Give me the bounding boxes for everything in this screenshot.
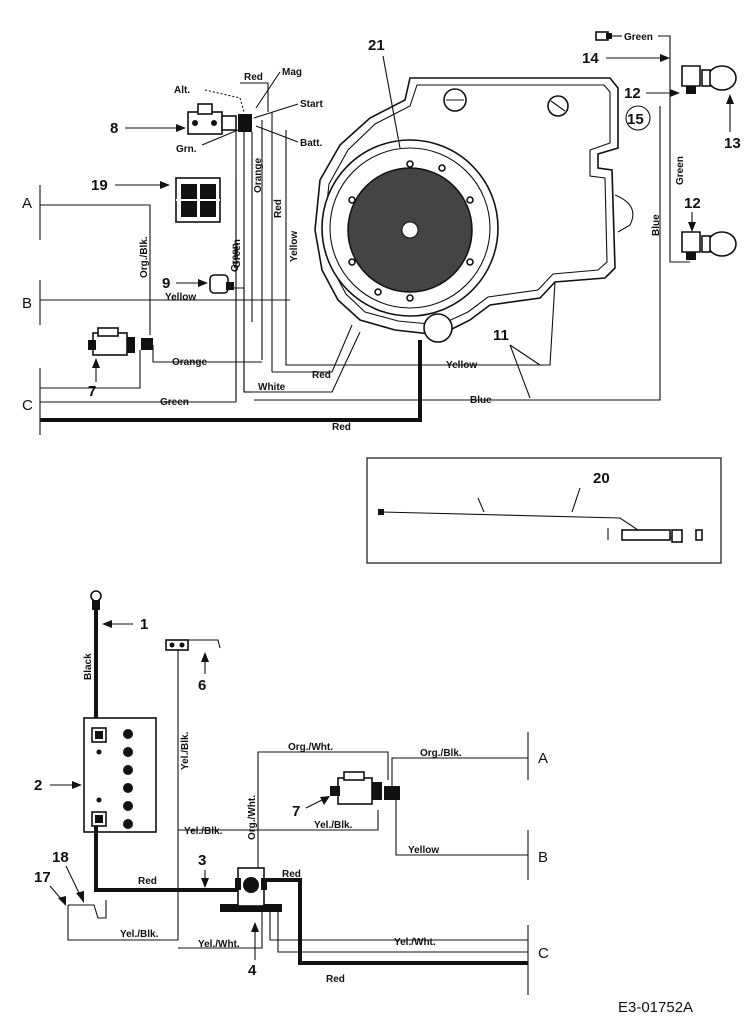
wire-label-yellow-v: Yellow bbox=[289, 231, 300, 262]
wire-label-red-v: Red bbox=[273, 199, 284, 218]
callout-4: 4 bbox=[248, 962, 257, 979]
wire-label-yel-wht-right: Yel./Wht. bbox=[394, 937, 436, 948]
callout-19: 19 bbox=[91, 177, 108, 194]
callout-21: 21 bbox=[368, 37, 385, 54]
starter-solenoid bbox=[220, 867, 282, 912]
wire-label-red-bottom: Red bbox=[326, 974, 345, 985]
callout-7-bottom: 7 bbox=[292, 803, 300, 820]
wire-label-yel-blk-v: Yel./Blk. bbox=[180, 731, 191, 770]
wire-label-orange-h: Orange bbox=[172, 357, 207, 368]
section-b-label: B bbox=[22, 295, 32, 312]
callout-9: 9 bbox=[162, 275, 170, 292]
wire-label-yel-blk-sw: Yel./Blk. bbox=[314, 820, 353, 831]
wire-label-blue-c: Blue bbox=[470, 395, 492, 406]
wire-label-yel-wht-left: Yel./Wht. bbox=[198, 939, 240, 950]
terminal-batt: Batt. bbox=[300, 138, 322, 149]
part-17-18-terminal bbox=[67, 900, 178, 941]
terminal-alt: Alt. bbox=[174, 85, 190, 96]
callout-13: 13 bbox=[724, 135, 741, 152]
part-19-component bbox=[175, 177, 221, 223]
wire-label-org-blk-bottom: Org./Blk. bbox=[420, 748, 462, 759]
battery bbox=[83, 717, 157, 833]
headlight-top bbox=[681, 65, 737, 94]
callout-11: 11 bbox=[493, 327, 509, 344]
callout-18: 18 bbox=[52, 849, 69, 866]
part-7-switch-top bbox=[88, 327, 153, 356]
callout-12-bottom: 12 bbox=[684, 195, 701, 212]
section-brackets-top: A B C bbox=[22, 185, 41, 435]
wire-label-org-blk-top: Org./Blk. bbox=[139, 236, 150, 278]
wire-label-red-switch: Red bbox=[244, 72, 263, 83]
terminal-start: Start bbox=[300, 99, 323, 110]
wire-label-red-batt: Red bbox=[138, 876, 157, 887]
wire-label-yellow-b: Yellow bbox=[165, 292, 196, 303]
terminal-mag: Mag bbox=[282, 67, 302, 78]
ignition-switch bbox=[187, 103, 252, 135]
section-b-label-bottom: B bbox=[538, 849, 548, 866]
callout-6: 6 bbox=[198, 677, 206, 694]
diagram-code: E3-01752A bbox=[618, 999, 693, 1016]
wire-label-orange-v: Orange bbox=[253, 158, 264, 193]
wire-label-white: White bbox=[258, 382, 286, 393]
section-a-label: A bbox=[22, 195, 32, 212]
wire-label-yellow-bottom: Yellow bbox=[408, 845, 439, 856]
callout-7-top: 7 bbox=[88, 383, 96, 400]
green-connector-14: Green bbox=[595, 31, 690, 263]
section-a-label-bottom: A bbox=[538, 750, 548, 767]
callout-2: 2 bbox=[34, 777, 42, 794]
callout-17: 17 bbox=[34, 869, 51, 886]
part-6-connector bbox=[165, 639, 221, 651]
wire-label-red-main: Red bbox=[332, 422, 351, 433]
battery-cable-black bbox=[90, 590, 102, 728]
wire-label-yel-blk-bottom: Yel./Blk. bbox=[120, 929, 159, 940]
callout-12-top: 12 bbox=[624, 85, 641, 102]
wire-label-blue-right: Blue bbox=[651, 214, 662, 236]
headlight-bottom bbox=[681, 231, 737, 260]
wire-label-red-engine: Red bbox=[312, 370, 331, 381]
terminal-grn: Grn. bbox=[176, 144, 197, 155]
wire-label-green-c: Green bbox=[160, 397, 189, 408]
section-c-label: C bbox=[22, 397, 33, 414]
inset-box-20: 20 bbox=[366, 457, 722, 564]
callout-3: 3 bbox=[198, 852, 206, 869]
wire-label-green-14: Green bbox=[624, 32, 653, 43]
wire-label-black: Black bbox=[83, 653, 94, 680]
callout-1: 1 bbox=[140, 616, 148, 633]
callout-8: 8 bbox=[110, 120, 118, 137]
wire-label-green-right: Green bbox=[675, 156, 686, 185]
part-7-switch-bottom bbox=[330, 771, 400, 805]
callout-14: 14 bbox=[582, 50, 599, 67]
callout-15: 15 bbox=[627, 111, 644, 128]
wire-label-green-sw: Green bbox=[232, 239, 243, 268]
callout-20: 20 bbox=[593, 470, 610, 487]
section-brackets-bottom: A B C bbox=[527, 732, 549, 995]
wire-label-org-wht-h: Org./Wht. bbox=[288, 742, 333, 753]
wire-label-org-wht-v: Org./Wht. bbox=[247, 795, 258, 840]
wire-label-yellow-engine: Yellow bbox=[446, 360, 477, 371]
wire-label-yel-blk-mid: Yel./Blk. bbox=[184, 826, 223, 837]
wire-label-red-sol: Red bbox=[282, 869, 301, 880]
part-9-sensor bbox=[209, 274, 234, 294]
section-c-label-bottom: C bbox=[538, 945, 549, 962]
engine-housing bbox=[314, 77, 634, 343]
